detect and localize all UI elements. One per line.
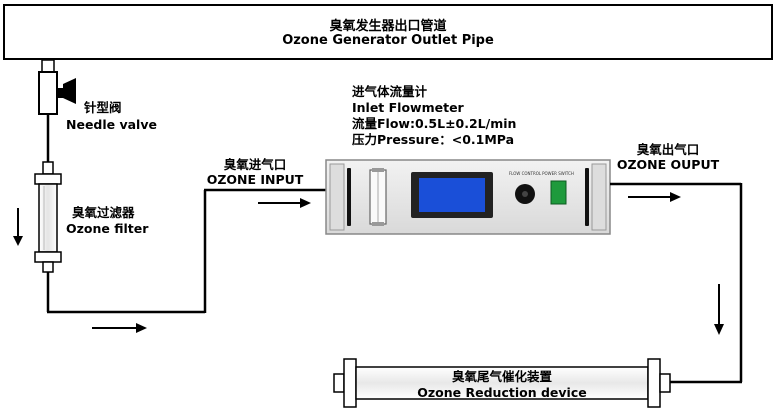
arrow-down-filter: [13, 208, 23, 246]
arrow-down-right: [714, 284, 724, 335]
flowmeter-label-en: Inlet Flowmeter: [352, 100, 464, 115]
power-switch-label: POWER SWITCH: [542, 171, 574, 176]
arrow-right-output: [628, 192, 681, 202]
arrow-right-bottom: [92, 323, 147, 333]
ozone-input-label-cn: 臭氧进气口: [223, 157, 287, 172]
needle-valve: [38, 59, 76, 115]
reduction-device-label-en: Ozone Reduction device: [417, 385, 587, 400]
ozone-filter-label-en: Ozone filter: [66, 221, 149, 236]
flowmeter-device: [325, 159, 611, 235]
flow-control-label: FLOW CONTROL: [509, 171, 542, 176]
needle-valve-label-en: Needle valve: [66, 117, 157, 132]
reduction-device: [333, 358, 671, 408]
flowmeter-label-cn: 进气体流量计: [352, 84, 428, 99]
left-pipe: [46, 58, 330, 314]
needle-valve-label-cn: 针型阀: [84, 100, 122, 115]
ozone-filter: [34, 161, 62, 273]
outlet-pipe-label-cn: 臭氧发生器出口管道: [329, 19, 447, 34]
reduction-device-label-cn: 臭氧尾气催化装置: [451, 369, 552, 384]
ozone-output-label-en: OZONE OUPUT: [616, 157, 720, 172]
right-pipe: [610, 182, 743, 384]
ozone-filter-label-cn: 臭氧过滤器: [72, 205, 135, 220]
ozone-input-label-en: OZONE INPUT: [206, 172, 304, 187]
flowmeter-flow-spec: 流量Flow:0.5L±0.2L/min: [352, 116, 517, 131]
outlet-pipe: 臭氧发生器出口管道 Ozone Generator Outlet Pipe: [3, 4, 773, 60]
arrow-right-input: [258, 198, 311, 208]
outlet-pipe-label-en: Ozone Generator Outlet Pipe: [282, 33, 494, 48]
flowmeter-pressure-spec: 压力Pressure：<0.1MPa: [352, 132, 515, 147]
ozone-output-label-cn: 臭氧出气口: [636, 142, 700, 157]
